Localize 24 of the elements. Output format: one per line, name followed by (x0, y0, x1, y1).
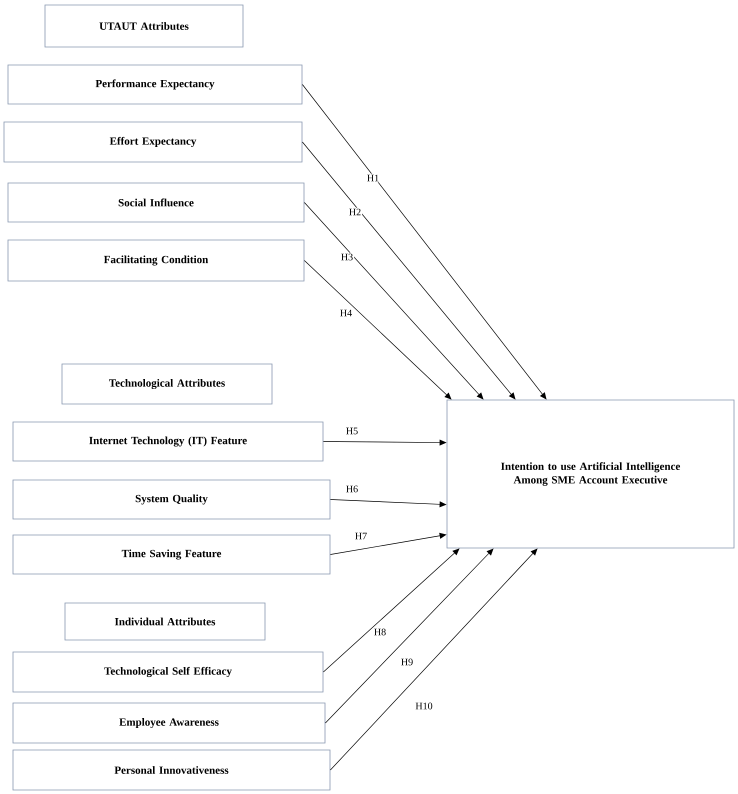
edge-label: H6 (344, 484, 360, 494)
edge-label: H3 (340, 252, 354, 262)
construct-box: System Quality (12, 480, 330, 520)
edge-label: H9 (400, 658, 414, 666)
header-box: Individual Attributes (64, 602, 266, 640)
edge-label: H1 (366, 174, 380, 182)
construct-box: Employee Awareness (12, 702, 326, 744)
construct-box: Facilitating Condition (8, 240, 304, 282)
construct-box: Internet Technology (IT) Feature (12, 422, 324, 462)
construct-box: Effort Expectancy (4, 122, 302, 162)
edge-label: H8 (372, 628, 388, 636)
construct-box: Technological Self Efficacy (12, 652, 324, 692)
construct-box: Personal Innovativeness (12, 750, 330, 790)
outcome-box: Intention to use Artificial Intelligence Among SME Account Executive (446, 400, 734, 548)
construct-box: Social Influence (8, 182, 304, 222)
header-box: Technological Attributes (62, 364, 272, 404)
construct-box: Time Saving Feature (12, 534, 330, 574)
edge-label: H7 (354, 532, 368, 540)
construct-box: Performance Expectancy (8, 64, 302, 104)
header-box: UTAUT Attributes (44, 4, 244, 48)
edge-label: H2 (348, 208, 362, 216)
edge-label: H5 (344, 426, 360, 436)
edge-label: H10 (414, 702, 434, 710)
edge-label: H4 (338, 308, 354, 318)
